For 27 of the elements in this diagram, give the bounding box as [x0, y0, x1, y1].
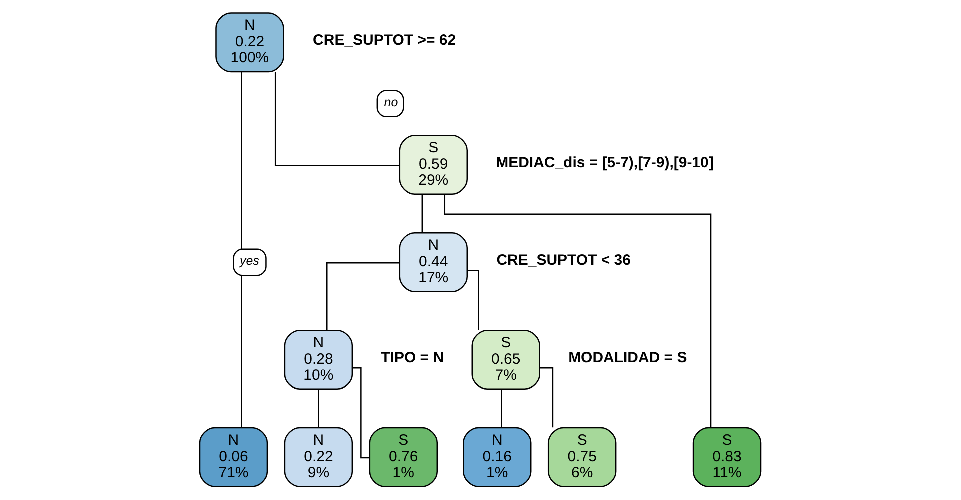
connector [274, 72, 400, 166]
node-box: S 0.75 6% [548, 427, 617, 488]
connector [468, 270, 480, 330]
node-box: N 0.44 17% [399, 232, 468, 292]
node-label: CRE_SUPTOT >= 62 [313, 32, 456, 50]
connector [318, 390, 320, 428]
node-box: S 0.65 7% [472, 330, 540, 390]
node-box: S 0.59 29% [399, 135, 468, 196]
connector [326, 262, 400, 330]
connector [241, 72, 242, 428]
connector [422, 194, 424, 233]
node-box: N 0.22 100% [216, 12, 284, 73]
node-label: TIPO = N [381, 350, 444, 367]
connector [352, 367, 370, 459]
connector [444, 194, 712, 428]
node-label: MEDIAC_dis = [5-7),[7-9),[9-10] [496, 154, 714, 172]
node-label: MODALIDAD = S [568, 350, 688, 367]
connector [501, 390, 502, 428]
node-box: N 0.28 10% [284, 330, 354, 390]
node-box: S 0.76 1% [369, 427, 438, 488]
node-box: N 0.22 9% [284, 427, 354, 488]
node-label: CRE_SUPTOT < 36 [496, 252, 631, 270]
edge-label: yes [240, 254, 260, 268]
node-box: S 0.83 11% [692, 427, 762, 488]
node-box: N 0.16 1% [463, 427, 532, 488]
edge-label: no [384, 95, 398, 110]
node-box: N 0.06 71% [199, 427, 268, 488]
